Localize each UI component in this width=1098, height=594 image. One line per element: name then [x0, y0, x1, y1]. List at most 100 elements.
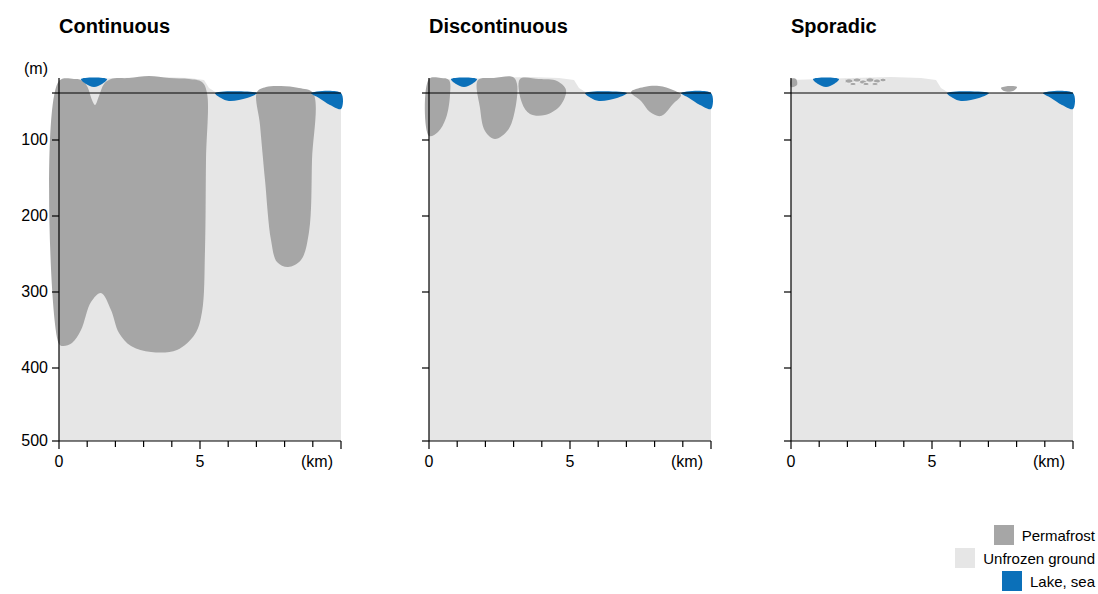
axis-tick [931, 441, 932, 449]
distance-label: 0 [787, 452, 796, 472]
axis-tick [340, 441, 341, 449]
axis-tick [199, 441, 200, 449]
axis-tick [52, 215, 59, 216]
axis-tick [87, 441, 88, 447]
legend-item: Permafrost [994, 525, 1095, 545]
axis-tick [960, 441, 961, 447]
surface-line [59, 93, 341, 94]
axis-tick [847, 441, 848, 447]
axis-tick [52, 92, 59, 93]
distance-label: (km) [301, 452, 333, 472]
axis-tick [784, 139, 791, 140]
depth-label: 100 [21, 130, 48, 150]
axis-tick [52, 367, 59, 368]
legend-item: Lake, sea [1002, 571, 1095, 591]
axis-tick [784, 92, 791, 93]
axis-tick [819, 441, 820, 447]
axis-tick [1044, 441, 1045, 447]
axis-tick [485, 441, 486, 447]
axis-tick [422, 440, 429, 441]
axis-tick [903, 441, 904, 447]
axis-tick [598, 441, 599, 447]
axis-tick [422, 215, 429, 216]
depth-label: 300 [21, 282, 48, 302]
axis-tick [171, 441, 172, 447]
permafrost-body [1001, 86, 1017, 92]
axis-tick [422, 139, 429, 140]
panel-title-box: Discontinuous [429, 14, 568, 38]
depth-axis [58, 78, 59, 441]
unfrozen-ground [429, 77, 711, 441]
axis-tick [1016, 441, 1017, 447]
permafrost-body [518, 77, 566, 115]
distance-label: 5 [928, 452, 937, 472]
permafrost-patch [863, 82, 869, 85]
axis-tick [784, 215, 791, 216]
axis-tick [58, 441, 59, 449]
unfrozen-ground [791, 77, 1073, 441]
panel-title: Discontinuous [429, 14, 568, 38]
axis-tick [143, 441, 144, 447]
surface-line [791, 93, 1073, 94]
axis-tick [513, 441, 514, 447]
panel-title-box: Sporadic [791, 14, 877, 38]
axis-tick [541, 441, 542, 447]
legend-text: Permafrost [1022, 527, 1095, 544]
permafrost-patch [880, 78, 886, 82]
panel-title: Sporadic [791, 14, 877, 38]
lake-sea [81, 77, 107, 87]
axis-tick [284, 441, 285, 447]
axis-tick [457, 441, 458, 447]
distance-label: 0 [55, 452, 64, 472]
panel-title: Continuous [59, 14, 170, 38]
legend-swatch [994, 525, 1014, 545]
axis-tick [52, 139, 59, 140]
depth-axis [790, 78, 791, 441]
axis-tick [790, 441, 791, 449]
axis-tick [626, 441, 627, 447]
legend-swatch [955, 548, 975, 568]
permafrost-patch [872, 83, 878, 86]
axis-tick [256, 441, 257, 447]
distance-label: 5 [196, 452, 205, 472]
axis-tick [988, 441, 989, 447]
axis-tick [422, 92, 429, 93]
axis-tick [422, 291, 429, 292]
panel-title-box: Continuous [59, 14, 170, 38]
permafrost-body [256, 86, 316, 267]
axis-tick [784, 440, 791, 441]
lake-sea [813, 77, 839, 87]
depth-axis [428, 78, 429, 441]
permafrost-patch [866, 78, 874, 82]
axis-tick [1072, 441, 1073, 449]
axis-tick [312, 441, 313, 447]
depth-label: 500 [21, 431, 48, 451]
distance-label: (km) [671, 452, 703, 472]
legend-swatch [1002, 571, 1022, 591]
section-panel [422, 76, 713, 449]
axis-tick [569, 441, 570, 449]
axis-tick [115, 441, 116, 447]
permafrost-body [477, 76, 518, 139]
axis-tick [228, 441, 229, 447]
axis-tick [422, 367, 429, 368]
surface-line [429, 93, 711, 94]
permafrost-body [631, 86, 681, 116]
axis-tick [52, 440, 59, 441]
distance-label: 5 [566, 452, 575, 472]
axis-tick [875, 441, 876, 447]
permafrost-body [49, 76, 208, 353]
axis-tick [682, 441, 683, 447]
axis-tick [784, 291, 791, 292]
axis-tick [52, 291, 59, 292]
depth-label: 200 [21, 206, 48, 226]
legend-text: Unfrozen ground [983, 550, 1095, 567]
legend-item: Unfrozen ground [955, 548, 1095, 568]
distance-label: 0 [425, 452, 434, 472]
legend-text: Lake, sea [1030, 573, 1095, 590]
axis-tick [784, 367, 791, 368]
axis-tick [710, 441, 711, 449]
axis-tick [428, 441, 429, 449]
lake-sea [451, 77, 477, 87]
